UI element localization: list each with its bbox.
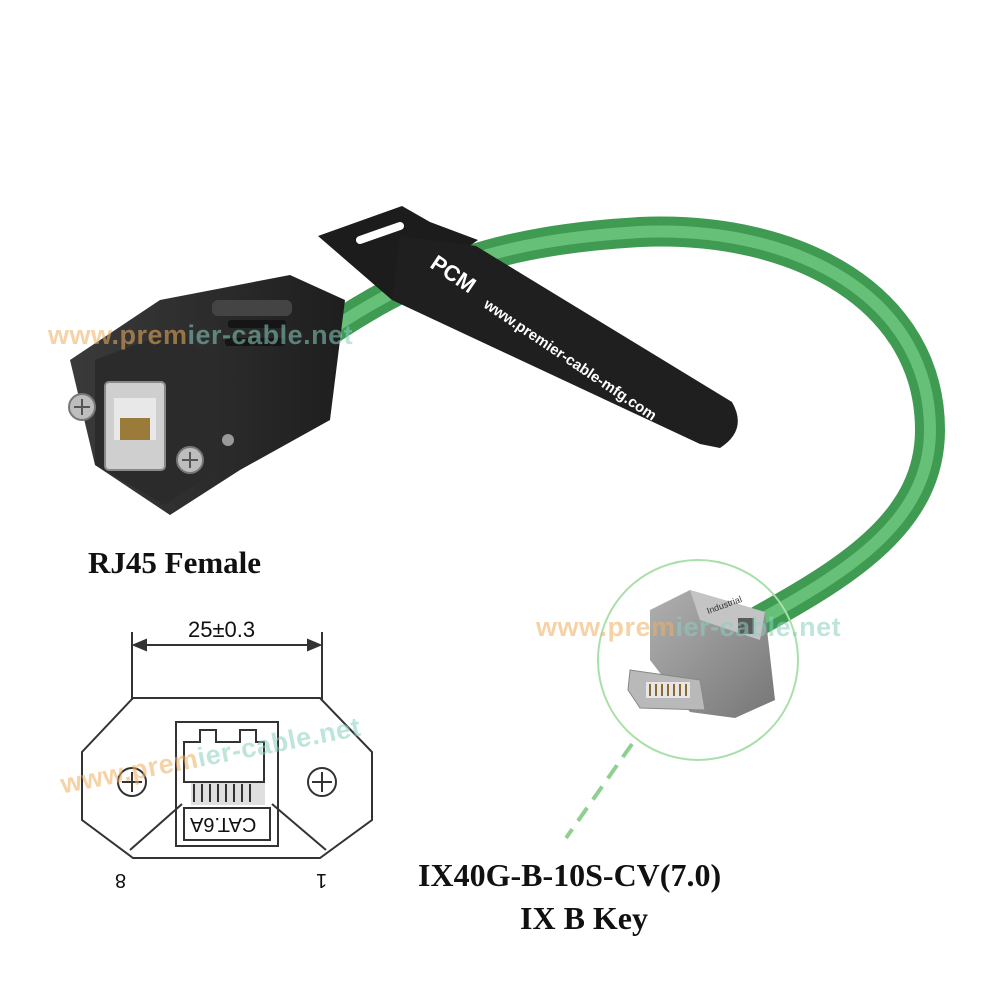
key-type-label: IX B Key xyxy=(520,900,648,936)
part-number-label: IX40G-B-10S-CV(7.0) xyxy=(418,857,722,893)
ix-highlight-circle xyxy=(597,559,799,761)
leader-line xyxy=(564,742,634,840)
ix-b-key-connector xyxy=(627,590,775,718)
pin-left-label: 8 xyxy=(115,869,127,891)
watermark-top: www.premier-cable.net xyxy=(48,320,354,350)
rj45-female-housing xyxy=(68,275,345,515)
dimension-text: 25±0.3 xyxy=(188,617,256,642)
jack-dimension-drawing xyxy=(81,632,373,859)
rj45-female-label: RJ45 Female xyxy=(88,545,262,580)
velcro-strap xyxy=(318,206,738,448)
watermark-middle: www.premier-cable.net xyxy=(536,612,842,642)
jack-marking-text: CAT.6A xyxy=(190,813,257,835)
pin-right-label: 1 xyxy=(316,869,328,891)
